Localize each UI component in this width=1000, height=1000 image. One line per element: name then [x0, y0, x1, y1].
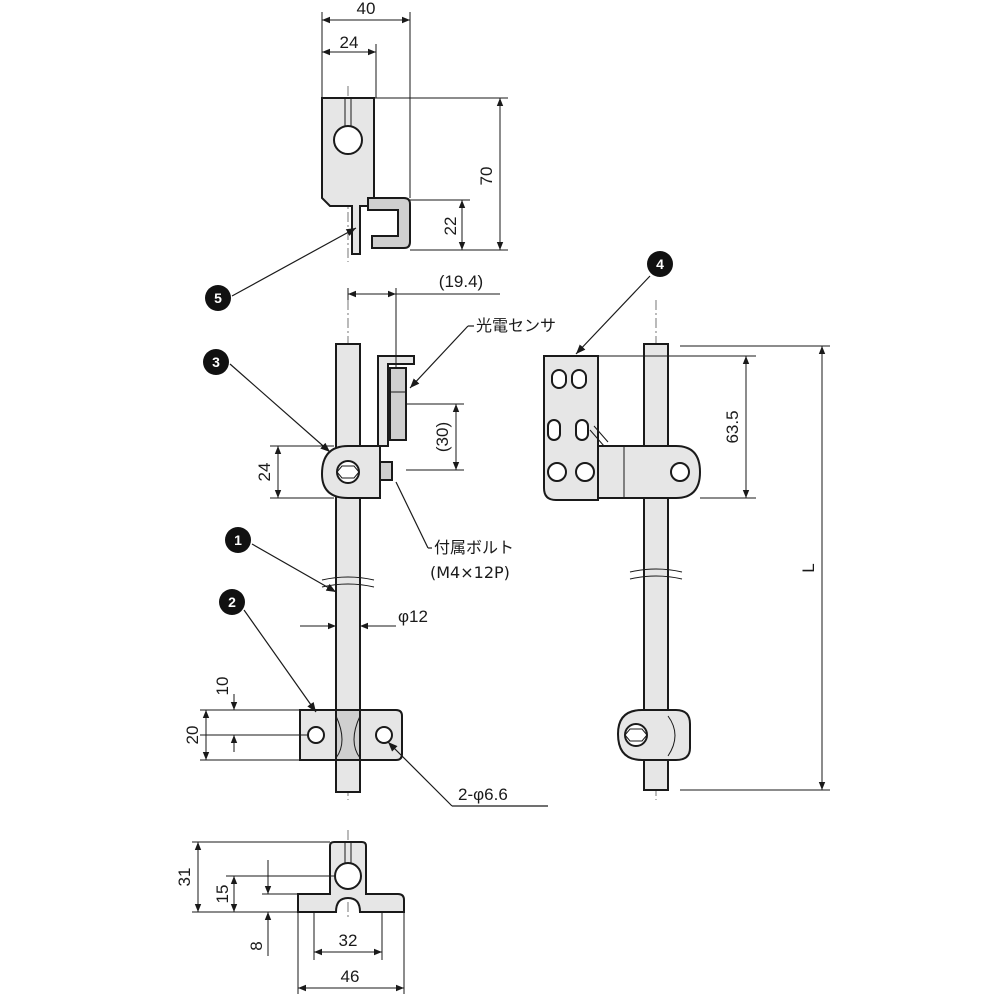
right-assembly: 63.5 L [543, 300, 830, 800]
dim-base-hole-pos: 10 [213, 677, 232, 696]
dim-bottom-mid: 15 [213, 885, 232, 904]
dim-bottom-inner: 32 [339, 931, 358, 950]
dim-clamp-height: 24 [255, 463, 274, 482]
callout-3: 3 [203, 349, 331, 453]
callout-2: 2 [219, 589, 317, 713]
photo-sensor [389, 367, 407, 441]
dim-top-inner: 24 [340, 33, 359, 52]
top-bracket-loop [367, 197, 411, 249]
dim-sensor-height: (30) [433, 422, 452, 452]
dim-sensor-offset: (19.4) [439, 272, 483, 291]
bolt-label-line1: 付属ボルト [434, 538, 514, 557]
top-view: 40 24 70 22 [321, 0, 508, 262]
svg-text:5: 5 [214, 290, 222, 306]
top-bracket-hole [333, 125, 363, 155]
dim-bottom-total: 31 [175, 868, 194, 887]
dim-top-height: 70 [477, 167, 496, 186]
svg-text:4: 4 [656, 256, 664, 272]
dim-rod-diameter: φ12 [398, 607, 428, 626]
dim-right-height: 63.5 [723, 410, 742, 443]
dim-bottom-low: 8 [247, 941, 266, 950]
dim-bottom-width: 46 [341, 967, 360, 986]
dim-length: L [799, 563, 818, 572]
attached-bolt [379, 461, 393, 481]
dim-top-lower: 22 [441, 217, 460, 236]
dim-base-height: 20 [183, 726, 202, 745]
svg-text:1: 1 [234, 532, 242, 548]
holes-label: 2-φ6.6 [458, 785, 508, 804]
left-assembly: (19.4) (30) 24 光電センサ 付属ボルト (M4×12P) φ12 [183, 272, 556, 807]
dim-top-width: 40 [357, 0, 376, 18]
svg-text:3: 3 [212, 354, 220, 370]
sensor-label: 光電センサ [476, 316, 556, 335]
bottom-view: 31 15 8 32 46 [175, 830, 405, 994]
callout-4: 4 [575, 251, 673, 355]
callout-5: 5 [205, 227, 357, 311]
svg-text:2: 2 [228, 594, 236, 610]
callout-1: 1 [225, 527, 337, 593]
bolt-label-line2: (M4×12P) [430, 563, 510, 582]
